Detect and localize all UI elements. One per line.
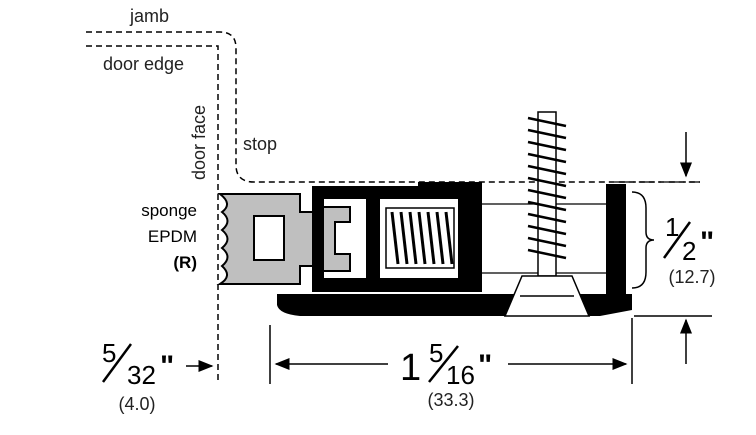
door-face-label: door face — [189, 105, 209, 180]
jamb-line — [86, 31, 700, 183]
stop-label: stop — [243, 134, 277, 154]
sponge-seal-hollow — [253, 215, 285, 261]
height-metric: (12.7) — [668, 267, 715, 287]
jamb-label: jamb — [129, 6, 169, 26]
height-denominator: 2 — [682, 236, 696, 266]
height-unit: " — [700, 226, 714, 259]
width-denominator: 16 — [446, 360, 475, 390]
material-line-2: EPDM — [148, 227, 197, 246]
gap-dimension-value: 5 32 " (4.0) — [101, 338, 174, 414]
height-numerator: 1 — [665, 212, 679, 242]
width-metric: (33.3) — [427, 390, 474, 410]
gap-metric: (4.0) — [118, 394, 155, 414]
spring — [385, 207, 455, 269]
width-whole: 1 — [400, 347, 421, 389]
reference-lines — [86, 31, 700, 380]
height-dimension-lines — [634, 132, 712, 364]
gap-denominator: 32 — [127, 360, 156, 390]
width-unit: " — [478, 349, 492, 382]
width-dimension-value: 1 5 16 " (33.3) — [400, 338, 492, 410]
width-numerator: 5 — [429, 338, 443, 368]
door-edge-line — [86, 45, 219, 380]
gap-unit: " — [160, 350, 174, 383]
height-brace — [631, 191, 655, 289]
gap-numerator: 5 — [102, 338, 116, 368]
retaining-flange — [606, 184, 626, 294]
door-edge-label: door edge — [103, 54, 184, 74]
material-code: (R) — [173, 253, 197, 272]
screw — [503, 111, 591, 317]
material-line-1: sponge — [141, 201, 197, 220]
width-dimension-lines — [269, 318, 633, 384]
height-dimension-value: 1 2 " (12.7) — [662, 212, 716, 287]
